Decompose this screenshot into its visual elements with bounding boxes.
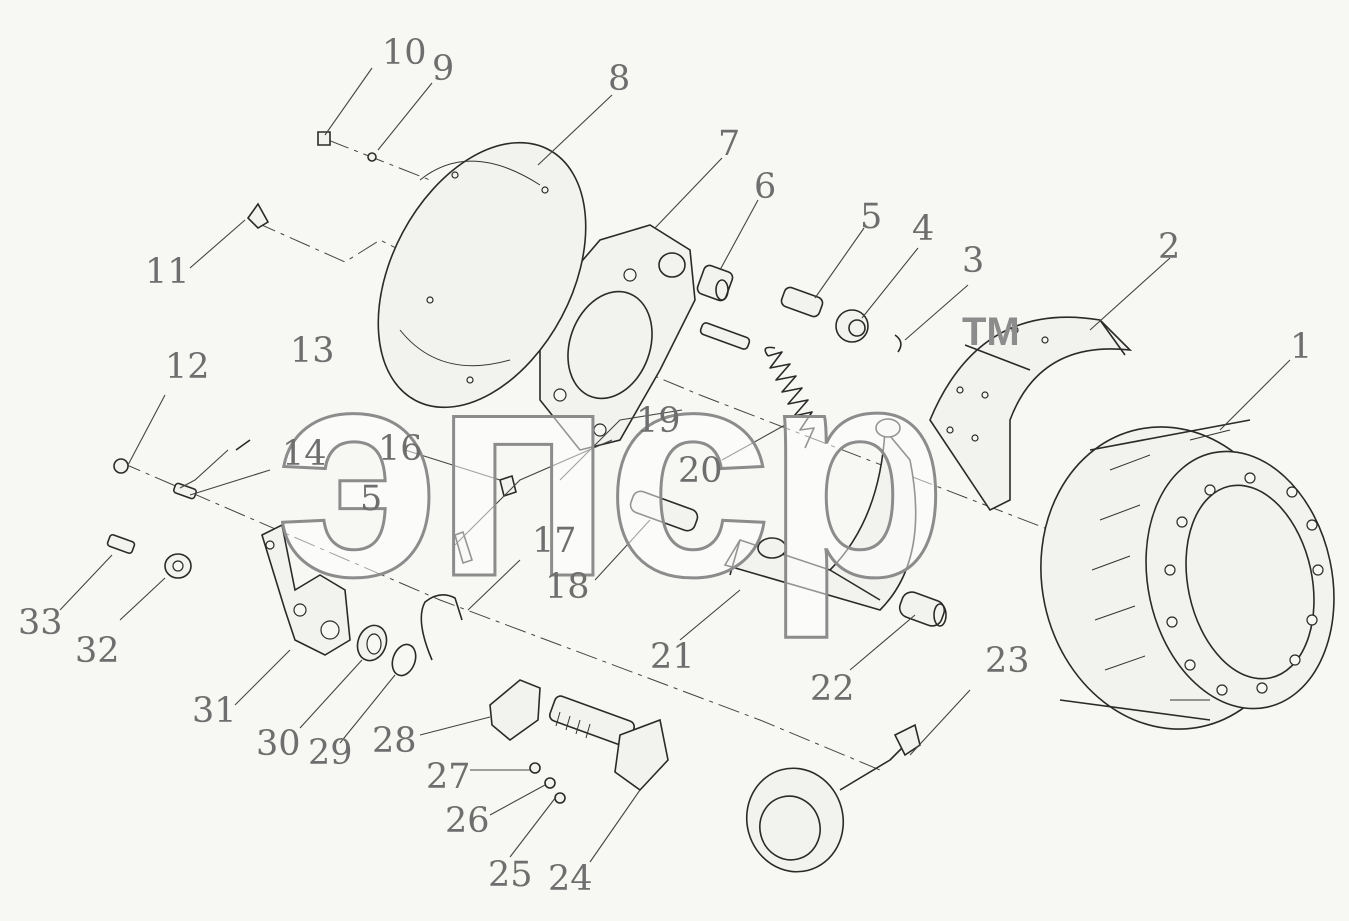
callout-10: 10 [382, 33, 427, 73]
cam-roller [898, 591, 947, 627]
brake-lining [929, 316, 1133, 512]
brake-chamber [745, 723, 921, 873]
callout-6: 6 [754, 167, 776, 207]
callout-17: 17 [532, 521, 577, 561]
callout-labels: 1 2 3 4 5 5 6 7 8 9 10 11 12 13 14 15 16… [18, 33, 1312, 899]
watermark-trademark: TM [962, 310, 1020, 354]
callout-30: 30 [256, 724, 301, 764]
wire-clip [420, 594, 463, 661]
slack-adjuster [261, 523, 351, 656]
callout-5: 5 [860, 197, 882, 237]
callout-14: 14 [282, 434, 327, 474]
return-spring [764, 346, 815, 449]
callout-20: 20 [678, 451, 723, 491]
spider-bracket [539, 224, 696, 451]
callout-12: 12 [165, 347, 210, 387]
leader-lines [59, 67, 1291, 863]
brake-drum [1040, 419, 1335, 730]
callout-19: 19 [636, 401, 681, 441]
washers [356, 624, 417, 677]
roller-shaft [629, 490, 699, 532]
callout-25: 25 [488, 855, 533, 895]
callout-32: 32 [75, 631, 120, 671]
callout-26: 26 [445, 801, 490, 841]
callout-2: 2 [1158, 227, 1180, 267]
callout-27: 27 [426, 757, 471, 797]
callout-3: 3 [962, 241, 984, 281]
watermark-text: эпср [275, 303, 940, 641]
callout-24: 24 [548, 859, 593, 899]
callout-18: 18 [545, 567, 590, 607]
callout-13: 13 [290, 331, 335, 371]
callout-29: 29 [308, 733, 353, 773]
dust-shield [377, 141, 587, 409]
callout-31: 31 [192, 691, 237, 731]
callout-1: 1 [1290, 327, 1312, 367]
callout-7: 7 [718, 124, 740, 164]
callout-5b: 5 [360, 479, 382, 519]
watermark: эпср TM [274, 302, 1020, 643]
callout-28: 28 [372, 721, 417, 761]
bushing [696, 264, 734, 302]
callout-8: 8 [608, 59, 630, 99]
callout-23: 23 [985, 641, 1030, 681]
callout-4: 4 [912, 209, 934, 249]
roller [835, 309, 869, 343]
callout-22: 22 [810, 669, 855, 709]
shoe-pin [699, 322, 751, 350]
anchor-pin [780, 286, 824, 318]
chamber-bracket [489, 679, 541, 742]
callout-16: 16 [378, 429, 423, 469]
fasteners [106, 131, 566, 804]
brake-shoe [723, 418, 917, 611]
retainer-clip [894, 334, 902, 353]
callout-11: 11 [145, 252, 190, 292]
callout-21: 21 [650, 637, 695, 677]
s-camshaft [548, 695, 669, 792]
callout-9: 9 [432, 49, 454, 89]
callout-33: 33 [18, 603, 63, 643]
